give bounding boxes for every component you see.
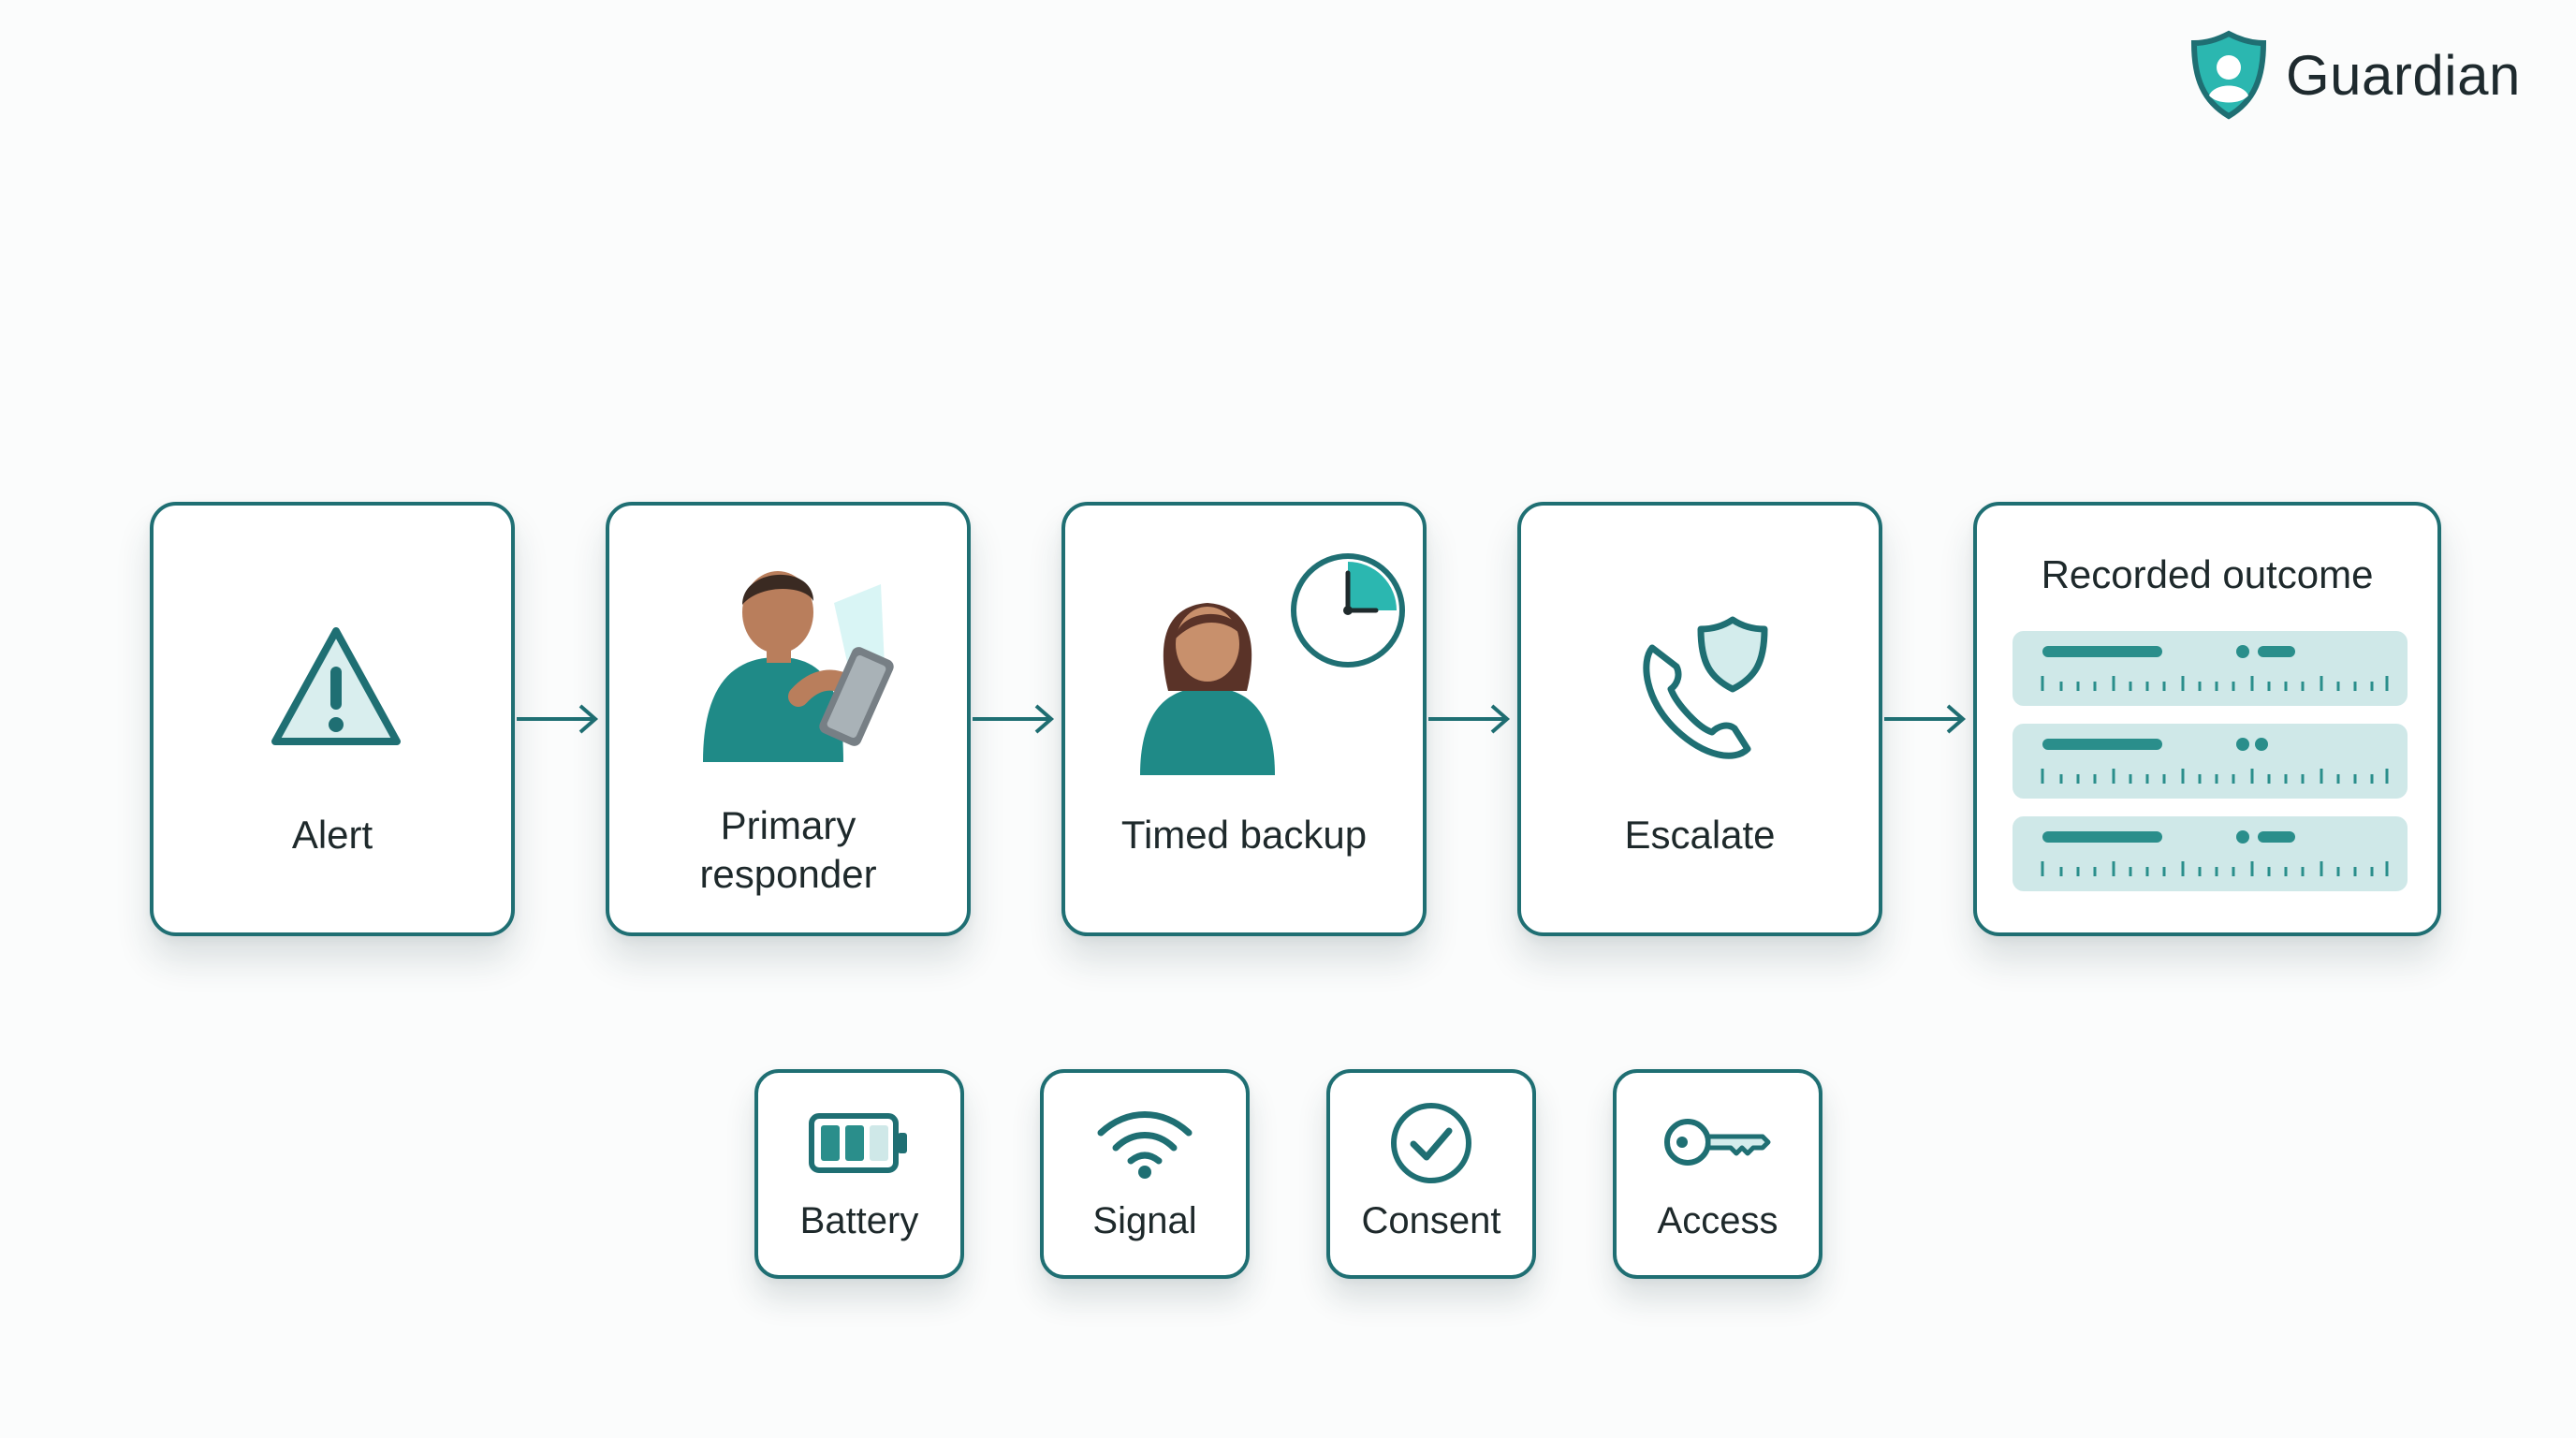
check-circle-icon (1391, 1103, 1471, 1183)
battery-icon (809, 1113, 907, 1173)
check-label: Signal (1092, 1200, 1197, 1241)
step-label: Escalate (1624, 813, 1776, 857)
flow-step-primary-responder: Primary responder (606, 502, 971, 936)
step-label: Alert (291, 813, 373, 857)
log-row-graphic (2041, 830, 2389, 876)
log-row (2012, 631, 2408, 706)
outcome-title: Recorded outcome (2041, 552, 2374, 596)
warning-triangle-icon (271, 627, 401, 745)
check-access: Access (1613, 1069, 1822, 1279)
flow-step-alert: Alert (150, 502, 515, 936)
person-with-tablet-icon (703, 571, 894, 762)
shield-person-icon (2190, 30, 2267, 120)
log-row (2012, 816, 2408, 891)
wifi-signal-icon (1097, 1111, 1193, 1179)
step-label: Timed backup (1120, 813, 1368, 857)
step-label: Primary responder (699, 803, 877, 896)
log-row (2012, 724, 2408, 799)
flow-step-escalate: Escalate (1517, 502, 1882, 936)
check-consent: Consent (1326, 1069, 1536, 1279)
flow-arrow (1884, 704, 1967, 734)
log-row-graphic (2041, 645, 2389, 691)
check-label: Consent (1361, 1200, 1501, 1241)
phone-shield-icon (1643, 616, 1768, 759)
check-signal: Signal (1040, 1069, 1250, 1279)
flow-arrow (973, 704, 1055, 734)
person-with-clock-icon (1140, 553, 1405, 775)
flow-arrow (517, 704, 599, 734)
key-icon (1664, 1119, 1771, 1166)
check-battery: Battery (754, 1069, 964, 1279)
brand-logo: Guardian (2188, 28, 2521, 122)
log-row-graphic (2041, 738, 2389, 784)
flow-step-timed-backup: Timed backup (1061, 502, 1427, 936)
brand-name: Guardian (2286, 43, 2521, 107)
check-label: Access (1657, 1200, 1778, 1241)
check-label: Battery (799, 1200, 919, 1241)
flow-arrow (1428, 704, 1511, 734)
flow-step-recorded-outcome: Recorded outcome (1973, 502, 2441, 936)
